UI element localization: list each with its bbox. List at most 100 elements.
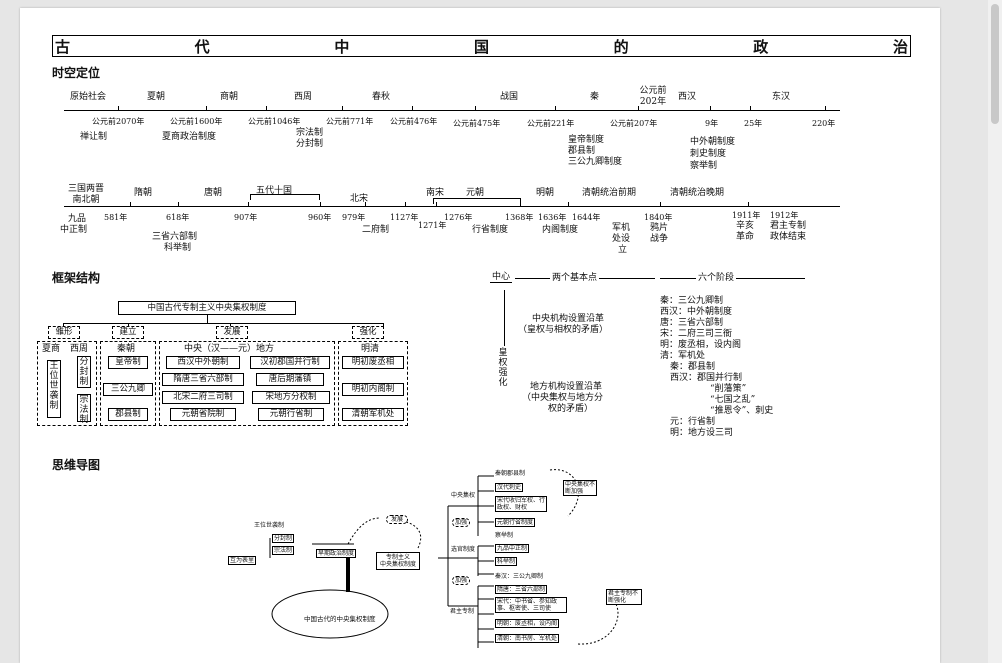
section-heading-framework: 框架结构 xyxy=(52,271,101,285)
note-label: 二府制 xyxy=(362,225,390,235)
mutual-link-node: 互为表里 xyxy=(228,556,257,565)
core-node: 专制主义 中央集权制度 xyxy=(376,552,421,570)
period-label: 西汉 xyxy=(678,92,697,102)
note-label: 中正制 xyxy=(60,225,88,235)
date-label: 公元前2070年 xyxy=(92,117,145,126)
note-label: 中外朝制度 xyxy=(690,137,736,147)
period-label: 明朝 xyxy=(536,188,555,198)
scrollbar-thumb[interactable] xyxy=(991,4,999,124)
note-label: 三公九卿制度 xyxy=(568,157,623,167)
hereditary-box: 王位世袭制 xyxy=(47,360,61,418)
framework-root: 中国古代专制主义中央集权制度 xyxy=(118,301,296,315)
six-stages-label: 六个阶段 xyxy=(696,273,737,284)
period-label: 隋朝 xyxy=(134,188,153,198)
period-label: 商朝 xyxy=(220,92,239,102)
period-label: 北宋 xyxy=(350,194,369,204)
note-label: 政体结束 xyxy=(770,232,807,242)
note-label: 刺史制度 xyxy=(690,149,727,159)
cabinet-box: 明初内阁制 xyxy=(342,383,404,396)
period-label: 三国两晋 南北朝 xyxy=(67,184,104,205)
clan-box: 宗法制 xyxy=(77,394,91,425)
early-politics-node: 早期政治制度 xyxy=(316,549,357,558)
note-label: 察举制 xyxy=(690,161,718,171)
period-label: 五代十国 xyxy=(256,186,293,196)
date-label: 9年 xyxy=(705,119,719,128)
note-label: 宗法制 xyxy=(296,128,324,138)
page-title: 古 代 中 国 的 政 治 xyxy=(52,35,911,57)
mindmap-root: 中国古代的中央集权制度 xyxy=(304,615,376,623)
date-label: 公元前221年 xyxy=(527,119,575,128)
note-label: 三省六部制 xyxy=(152,232,198,242)
date-label: 1644年 xyxy=(572,213,601,222)
grand-council-box: 清朝军机处 xyxy=(342,408,404,421)
date-label: 1368年 xyxy=(505,213,534,222)
three-ministers-box: 三公九卿 xyxy=(103,383,153,396)
period-label: 元朝 xyxy=(466,188,485,198)
date-label: 1912年 xyxy=(770,211,799,220)
note-label: 立 xyxy=(618,245,628,255)
note-label: 分封制 xyxy=(296,139,324,149)
period-label: 东汉 xyxy=(772,92,791,102)
note-label: 皇帝制度 xyxy=(568,135,605,145)
period-label: 南宋 xyxy=(426,188,445,198)
date-label: 1271年 xyxy=(418,221,447,230)
note-label: 九品 xyxy=(68,214,87,224)
date-label: 979年 xyxy=(342,213,366,222)
date-label: 618年 xyxy=(166,213,190,222)
vertical-scrollbar[interactable] xyxy=(988,0,1002,663)
abolish-chancellor-box: 明初废丞相 xyxy=(342,356,404,369)
note-label: 郡县制 xyxy=(568,146,596,156)
date-label: 公元前476年 xyxy=(390,117,438,126)
note-label: 革命 xyxy=(736,232,755,242)
note-label: 行省制度 xyxy=(472,225,509,235)
local-title: 地方机构设置沿革 xyxy=(530,382,603,392)
note-label: 内阁制度 xyxy=(542,225,579,235)
note-label: 战争 xyxy=(650,234,669,244)
note-label: 禅让制 xyxy=(80,132,108,142)
mind-map: 早期政治制度 王位世袭制 分封制 宗法制 互为表里 发展 专制主义 中央集权制度… xyxy=(208,456,648,656)
fief-box: 分封制 xyxy=(77,356,91,388)
date-label: 公元前207年 xyxy=(610,119,658,128)
note-label: 夏商政治制度 xyxy=(162,132,217,142)
period-label: 清朝统治前期 xyxy=(582,188,637,198)
stage-strengthen: 强化 xyxy=(352,326,384,339)
date-label: 公元前1046年 xyxy=(248,117,301,126)
period-label: 原始社会 xyxy=(70,92,107,102)
date-label: 1276年 xyxy=(444,213,473,222)
date-label: 220年 xyxy=(812,119,836,128)
period-label: 战国 xyxy=(500,92,519,102)
central-title: 中央机构设置沿革 xyxy=(532,314,605,324)
note-label: 科举制 xyxy=(164,243,192,253)
period-label: 秦 xyxy=(590,92,600,102)
prefecture-box: 郡县制 xyxy=(108,408,148,421)
note-label: 辛亥 xyxy=(736,221,755,231)
period-label: 春秋 xyxy=(372,92,391,102)
date-label: 1127年 xyxy=(390,213,419,222)
period-label: 夏朝 xyxy=(147,92,166,102)
period-label: 唐朝 xyxy=(204,188,223,198)
date-label: 1911年 xyxy=(732,211,761,220)
center-label: 中心 xyxy=(491,272,510,282)
date-label: 581年 xyxy=(104,213,128,222)
stage-embryo: 雏形 xyxy=(48,326,80,339)
date-label: 公元前1600年 xyxy=(170,117,223,126)
date-label: 1840年 xyxy=(644,213,673,222)
section-heading-timeline: 时空定位 xyxy=(52,66,101,80)
date-label: 25年 xyxy=(744,119,763,128)
period-label: 西周 xyxy=(294,92,313,102)
note-label: 处设 xyxy=(612,234,631,244)
date-label: 公元前475年 xyxy=(453,119,501,128)
period-label: 公元前 202年 xyxy=(639,86,667,107)
note-label: 鸦片 xyxy=(650,223,669,233)
date-label: 907年 xyxy=(234,213,258,222)
emperor-box: 皇帝制 xyxy=(108,356,148,369)
note-label: 君主专制 xyxy=(770,221,807,231)
two-points-label: 两个基本点 xyxy=(550,273,600,284)
period-label: 清朝统治晚期 xyxy=(670,188,725,198)
side-label: 皇权强化 xyxy=(498,348,508,388)
note-label: 军机 xyxy=(612,223,631,233)
date-label: 公元前771年 xyxy=(326,117,374,126)
section-heading-mindmap: 思维导图 xyxy=(52,458,101,472)
date-label: 960年 xyxy=(308,213,332,222)
stage-develop: 发展 xyxy=(216,326,248,339)
